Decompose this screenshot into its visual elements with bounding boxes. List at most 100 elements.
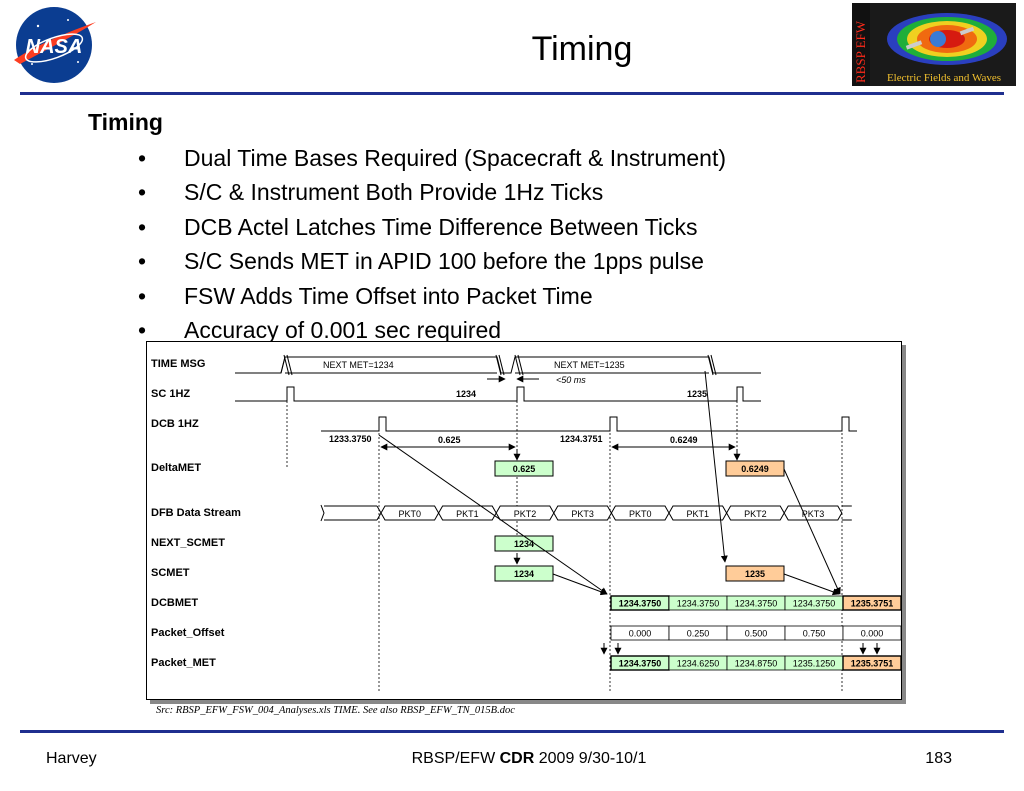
dfb-packet-label: PKT3 [802,509,825,519]
row-label-dfb-data-stream: DFB Data Stream [151,507,241,519]
nasa-logo-text: NASA [26,36,83,58]
dfb-packet-cell [783,505,843,521]
bullet-item: • FSW Adds Time Offset into Packet Time [138,281,726,315]
packet-met-cell: 1235.1250 [793,659,836,669]
dcbmet-cell: 1234.3750 [677,599,720,609]
dfb-packet-label: PKT1 [687,509,710,519]
bullet-glyph: • [138,179,147,206]
packet-offset-cell-box [842,625,901,641]
efw-vertical-text: RBSP EFW [853,20,868,83]
dfb-packet-label: PKT2 [514,509,537,519]
bullet-list: • Dual Time Bases Required (Spacecraft & … [138,143,726,349]
packet-met-cell: 1234.8750 [735,659,778,669]
slide-title: Timing [531,30,633,68]
bullet-glyph: • [138,282,147,309]
bullet-item: • S/C & Instrument Both Provide 1Hz Ticks [138,177,726,211]
row-label-dcbmet: DCBMET [151,597,198,609]
dfb-packet-label: PKT0 [399,509,422,519]
next-scmet-value: 1234 [514,539,534,549]
bullet-item: • Accuracy of 0.001 sec required [138,315,726,349]
dcb-1hz-interval-1: 0.625 [438,435,461,445]
footer-rule [20,730,1004,733]
packet-offset-cell: 0.000 [629,629,652,639]
footer-event-bold: CDR [499,750,535,767]
packet-met-cell-box [842,655,901,671]
row-label-deltamet: DeltaMET [151,462,201,474]
row-label-packet-offset: Packet_Offset [151,627,225,639]
dcbmet-cell: 1234.3750 [735,599,778,609]
row-label-next-scmet: NEXT_SCMET [151,537,225,549]
dcbmet-cell: 1234.3750 [793,599,836,609]
header-rule [20,92,1004,95]
packet-met-cell: 1234.3750 [619,659,662,669]
time-msg-waveform [235,354,761,376]
dfb-packet-label: PKT0 [629,509,652,519]
sc-1hz-value-1: 1234 [456,389,476,399]
flow-arrows [378,370,841,596]
efw-caption: Electric Fields and Waves [887,72,1001,84]
dfb-packet-label: PKT1 [456,509,479,519]
sc-1hz-value-2: 1235 [687,389,707,399]
page-number: 183 [925,750,952,767]
dcb-1hz-interval-2: 0.6249 [670,435,698,445]
bullet-item: • DCB Actel Latches Time Difference Betwe… [138,212,726,246]
bullet-text: S/C & Instrument Both Provide 1Hz Ticks [184,179,604,206]
rbsp-efw-logo: RBSP EFW Electric Fields and Waves [852,3,1016,86]
dashed-guides [286,401,843,691]
bullet-item: • Dual Time Bases Required (Spacecraft & … [138,143,726,177]
time-msg-note: <50 ms [556,375,586,385]
packet-met-cell: 1234.6250 [677,659,720,669]
packet-met-arrows [600,643,881,655]
bullet-text: FSW Adds Time Offset into Packet Time [184,282,593,309]
row-label-time-msg: TIME MSG [151,358,205,370]
row-label-scmet: SCMET [151,567,190,579]
scmet-value-1: 1234 [514,569,534,579]
time-msg-label-2: NEXT MET=1235 [554,360,625,370]
bullet-glyph: • [138,248,147,275]
packet-offset-cell: 0.250 [687,629,710,639]
time-msg-label-1: NEXT MET=1234 [323,360,394,370]
packet-met-cell: 1235.3751 [851,659,894,669]
packet-offset-cell: 0.000 [861,629,884,639]
dcb-1hz-value-2: 1234.3751 [560,434,603,444]
section-heading: Timing [88,109,163,135]
row-label-dcb-1hz: DCB 1HZ [151,418,199,430]
deltamet-box-2 [725,460,785,477]
footer-event: RBSP/EFW CDR 2009 9/30-10/1 [0,750,1024,768]
bullet-item: • S/C Sends MET in APID 100 before the 1p… [138,246,726,280]
dfb-stream-cells: PKT0 PKT1 PKT2 PKT3 PKT0 PKT1 PKT2 PKT3 [380,505,852,521]
deltamet-value-2: 0.6249 [741,464,769,474]
scmet-box-1 [494,565,554,582]
scmet-box-2 [725,565,785,582]
dfb-stream-outline [320,504,382,522]
source-note: Src: RBSP_EFW_FSW_004_Analyses.xls TIME.… [156,705,515,716]
bullet-glyph: • [138,213,147,240]
dcb-1hz-waveform [321,416,857,432]
bullet-glyph: • [138,145,147,171]
bullet-text: Dual Time Bases Required (Spacecraft & I… [184,145,727,171]
footer-event-prefix: RBSP/EFW [411,750,500,767]
deltamet-value-1: 0.625 [513,464,536,474]
footer-event-suffix: 2009 9/30-10/1 [534,750,647,767]
packet-offset-cell: 0.750 [803,629,826,639]
nasa-logo: NASA [8,4,100,86]
row-label-sc-1hz: SC 1HZ [151,388,190,400]
bullet-glyph: • [138,316,147,343]
deltamet-box-1 [494,460,554,477]
dcbmet-cell: 1235.3751 [851,599,894,609]
dcb-1hz-value-1: 1233.3750 [329,434,372,444]
dfb-packet-label: PKT3 [571,509,594,519]
row-label-packet-met: Packet_MET [151,657,216,669]
sc-1hz-waveform [235,386,761,402]
dfb-packet-label: PKT2 [744,509,767,519]
scmet-value-2: 1235 [745,569,765,579]
bullet-text: Accuracy of 0.001 sec required [184,316,502,343]
met-tables: 1234.3750 1234.3750 1234.3750 1234.3750 1235… [610,595,901,671]
footer-author: Harvey [46,750,97,767]
bullet-text: S/C Sends MET in APID 100 before the 1pp… [184,248,704,275]
dcbmet-cell-box [842,595,901,611]
packet-offset-cell: 0.500 [745,629,768,639]
dcbmet-cell: 1234.3750 [619,599,662,609]
bullet-text: DCB Actel Latches Time Difference Betwee… [184,213,698,240]
timing-diagram: TIME MSG SC 1HZ DCB 1HZ DeltaMET DFB Dat… [146,341,902,700]
